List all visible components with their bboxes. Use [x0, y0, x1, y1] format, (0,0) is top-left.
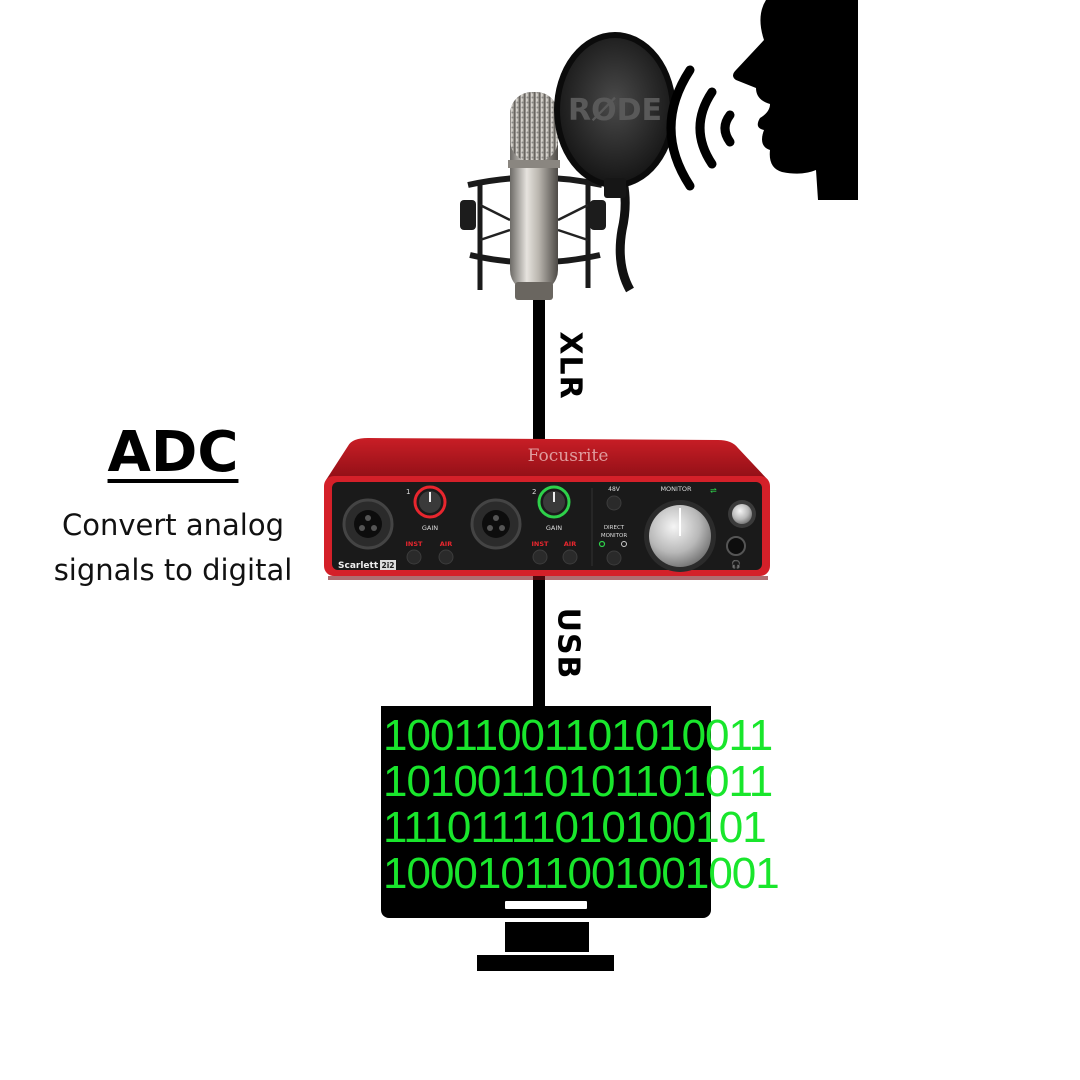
- speaking-person-icon: [733, 0, 858, 200]
- direct-monitor-label-line2: MONITOR: [601, 533, 627, 539]
- pop-filter-brand: RØDE: [568, 93, 662, 128]
- interface-model-badge: 2i2: [381, 561, 394, 570]
- xlr-cable: [533, 292, 545, 442]
- adc-title: ADC: [107, 420, 239, 485]
- direct-monitor-label-line1: DIRECT: [604, 525, 625, 531]
- inst-1-label: INST: [406, 540, 424, 548]
- phantom-power-label: 48V: [608, 486, 621, 493]
- binary-line-4: 10001011001001001: [383, 849, 780, 898]
- binary-line-1: 10011001101010011: [383, 711, 773, 760]
- adc-caption-line-2: signals to digital: [53, 553, 293, 587]
- adc-caption: Convert analog signals to digital: [30, 503, 316, 593]
- monitor-stand-neck: [505, 922, 589, 952]
- usb-icon: ⇌: [710, 486, 717, 495]
- adc-caption-line-1: Convert analog: [61, 508, 285, 542]
- channel-2-number: 2: [532, 488, 536, 496]
- xlr-cable-label: XLR: [552, 331, 588, 400]
- air-1-label: AIR: [440, 540, 452, 548]
- inst-2-label: INST: [532, 540, 550, 548]
- gain-2-label: GAIN: [546, 524, 562, 532]
- usb-cable: [533, 572, 545, 712]
- monitor-bezel-slot: [505, 901, 587, 909]
- microphone-illustration: RØDE: [460, 32, 676, 300]
- headphone-icon: 🎧: [731, 559, 741, 569]
- monitor-screen: 10011001101010011 10100110101101011 1110…: [381, 706, 780, 896]
- usb-cable-label: USB: [550, 607, 586, 680]
- interface-model-name: Scarlett: [338, 561, 379, 571]
- air-2-label: AIR: [564, 540, 576, 548]
- gain-1-label: GAIN: [422, 524, 438, 532]
- monitor-stand-base: [477, 955, 614, 971]
- computer-monitor: 10011001101010011 10100110101101011 1110…: [381, 706, 780, 918]
- audio-interface-illustration: Focusrite 1 GAIN INST AIR 2 GAIN INST AI…: [324, 438, 770, 580]
- interface-brand-logo: Focusrite: [528, 446, 609, 466]
- binary-line-2: 10100110101101011: [383, 757, 773, 806]
- monitor-label: MONITOR: [660, 485, 692, 493]
- binary-line-3: 11101111010100101: [383, 803, 767, 852]
- sound-waves-icon: [666, 65, 735, 191]
- channel-1-number: 1: [406, 488, 410, 496]
